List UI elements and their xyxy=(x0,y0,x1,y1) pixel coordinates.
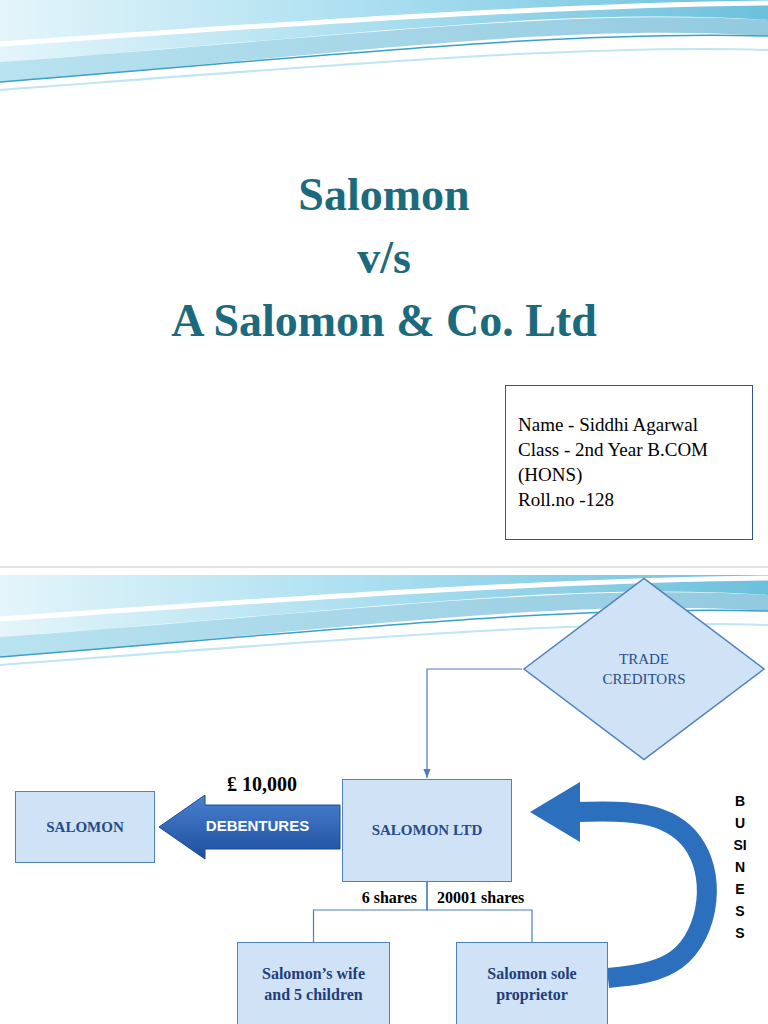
connector xyxy=(427,669,522,778)
business-arrowhead xyxy=(530,782,580,842)
node-text: Salomon sole proprietor xyxy=(468,963,596,1005)
node-text: SALOMON xyxy=(46,818,124,837)
node-content: Name - Siddhi AgarwalClass - 2nd Year B.… xyxy=(518,412,740,512)
node-content: Salomon’s wife and 5 children xyxy=(250,963,378,1005)
node-content: Salomon sole proprietor xyxy=(468,963,596,1005)
node-text: Class - 2nd Year B.COM (HONS) xyxy=(518,437,740,487)
decision-diamond: TRADE CREDITORS xyxy=(522,577,766,761)
connector-line xyxy=(427,669,522,778)
title-line: Salomon xyxy=(0,163,768,226)
node-content: SALOMON xyxy=(46,818,124,837)
slide-divider xyxy=(0,566,768,568)
connector xyxy=(159,795,340,859)
node-text: Name - Siddhi Agarwal xyxy=(518,412,740,437)
shareholder-box: Salomon’s wife and 5 children xyxy=(237,942,390,1024)
share-line xyxy=(427,882,532,942)
party-box: SALOMON xyxy=(15,791,155,863)
title-line: v/s xyxy=(0,226,768,289)
share-line xyxy=(314,882,428,942)
shareholder-box: Salomon sole proprietor xyxy=(456,942,608,1024)
connector xyxy=(314,882,428,942)
author-box: Name - Siddhi AgarwalClass - 2nd Year B.… xyxy=(505,385,753,540)
node-text: Roll.no -128 xyxy=(518,487,740,512)
edge-label: DEBENTURES xyxy=(206,817,309,834)
node-text: SALOMON LTD xyxy=(372,821,483,840)
company-box: SALOMON LTD xyxy=(342,779,512,882)
diamond-shape xyxy=(524,578,764,759)
edge-label: 6 shares xyxy=(360,888,419,907)
node-content: TRADE CREDITORS xyxy=(588,649,700,689)
node-text: Salomon’s wife and 5 children xyxy=(250,963,378,1005)
node-content: SALOMON LTD xyxy=(372,821,483,840)
amount-label: ₤ 10,000 xyxy=(227,773,297,796)
node-text: TRADE CREDITORS xyxy=(588,649,700,689)
diamond-outline xyxy=(522,577,766,761)
edge-label: BUSINESS xyxy=(733,790,747,944)
debenture-arrow xyxy=(159,795,340,859)
edge-label: 20001 shares xyxy=(435,888,526,907)
title-line: A Salomon & Co. Ltd xyxy=(0,289,768,352)
connector xyxy=(427,882,532,942)
header-wave xyxy=(0,0,768,95)
slide-title: Salomon v/s A Salomon & Co. Ltd xyxy=(0,163,768,352)
